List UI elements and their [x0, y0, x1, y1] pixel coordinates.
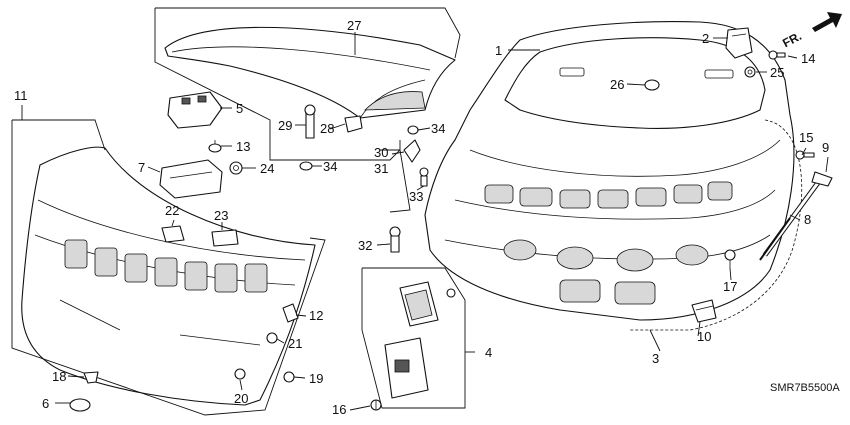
clip-19	[283, 371, 295, 383]
callout-21: 21	[288, 336, 302, 351]
grommet-26	[644, 79, 660, 91]
bolt-32	[389, 226, 401, 253]
callout-27: 27	[347, 18, 361, 33]
clip-29	[304, 104, 316, 139]
strut-ball-17	[724, 249, 736, 268]
leader-lines	[21, 32, 829, 411]
nut-24	[229, 161, 243, 175]
callout-18: 18	[52, 369, 66, 384]
callout-22: 22	[165, 203, 179, 218]
clip-12	[282, 303, 299, 323]
hinge-nut	[744, 66, 756, 78]
callout-30: 30	[374, 145, 388, 160]
latch-assembly	[384, 281, 456, 399]
callout-7: 7	[138, 160, 145, 175]
clip-22	[161, 225, 185, 243]
clip-34b	[299, 161, 313, 171]
callout-8: 8	[804, 212, 811, 227]
clip-20	[234, 368, 246, 380]
callout-16: 16	[332, 402, 346, 417]
front-direction-label: FR.	[780, 29, 804, 50]
callout-labels: 1 2 3 4 5 6 7 8 9 10 11 12 13 14 15 16 1…	[14, 18, 829, 417]
clip-34a	[407, 125, 419, 135]
front-arrow-icon	[812, 12, 842, 32]
strut-bolt-15	[795, 150, 815, 160]
gas-strut	[759, 171, 833, 261]
fastener-6	[69, 398, 91, 412]
hinge-bolt	[768, 50, 786, 60]
callout-20: 20	[234, 391, 248, 406]
bumper-stop-10	[691, 299, 717, 323]
tailgate-lower-trim	[21, 146, 316, 406]
trim-box-lower	[11, 120, 326, 416]
callout-32: 32	[358, 238, 372, 253]
callout-23: 23	[214, 208, 228, 223]
callout-4: 4	[485, 345, 492, 360]
clip-group-box	[380, 149, 411, 213]
callout-12: 12	[309, 308, 323, 323]
callout-9: 9	[822, 140, 829, 155]
callout-2: 2	[702, 31, 709, 46]
callout-31: 31	[374, 161, 388, 176]
grommet-13	[208, 140, 222, 153]
callout-11: 11	[14, 88, 28, 103]
clip-21	[266, 332, 278, 344]
bolt-33	[419, 167, 429, 187]
callout-14: 14	[801, 51, 815, 66]
callout-13: 13	[236, 139, 250, 154]
callout-28: 28	[320, 121, 334, 136]
tailgate-panel	[424, 21, 795, 321]
clip-28	[344, 115, 363, 133]
actuator-7	[159, 159, 223, 199]
callout-33: 33	[409, 189, 423, 204]
clip-23	[211, 229, 239, 247]
callout-19: 19	[309, 371, 323, 386]
tailgate-hinge	[725, 27, 753, 59]
screw-16	[370, 399, 382, 411]
trim-callout-box	[12, 119, 106, 151]
callout-10: 10	[697, 329, 711, 344]
callout-25: 25	[770, 65, 784, 80]
callout-15: 15	[799, 130, 813, 145]
callout-3: 3	[652, 351, 659, 366]
latch-actuator-5	[167, 91, 223, 129]
latch-box	[361, 267, 466, 409]
screw-18	[83, 371, 99, 384]
callout-26: 26	[610, 77, 624, 92]
bracket-30-31	[403, 139, 421, 163]
callout-29: 29	[278, 118, 292, 133]
weatherstrip	[630, 119, 803, 331]
callout-34-lower: 34	[323, 159, 337, 174]
callout-34-upper: 34	[431, 121, 445, 136]
callout-24: 24	[260, 161, 274, 176]
callout-5: 5	[236, 101, 243, 116]
callout-17: 17	[723, 279, 737, 294]
spoiler-box-right	[155, 7, 461, 59]
figure-code: SMR7B5500A	[770, 382, 840, 394]
callout-1: 1	[495, 43, 502, 58]
rear-spoiler	[164, 26, 456, 119]
callout-6: 6	[42, 396, 49, 411]
front-direction-indicator: FR.	[780, 12, 842, 50]
